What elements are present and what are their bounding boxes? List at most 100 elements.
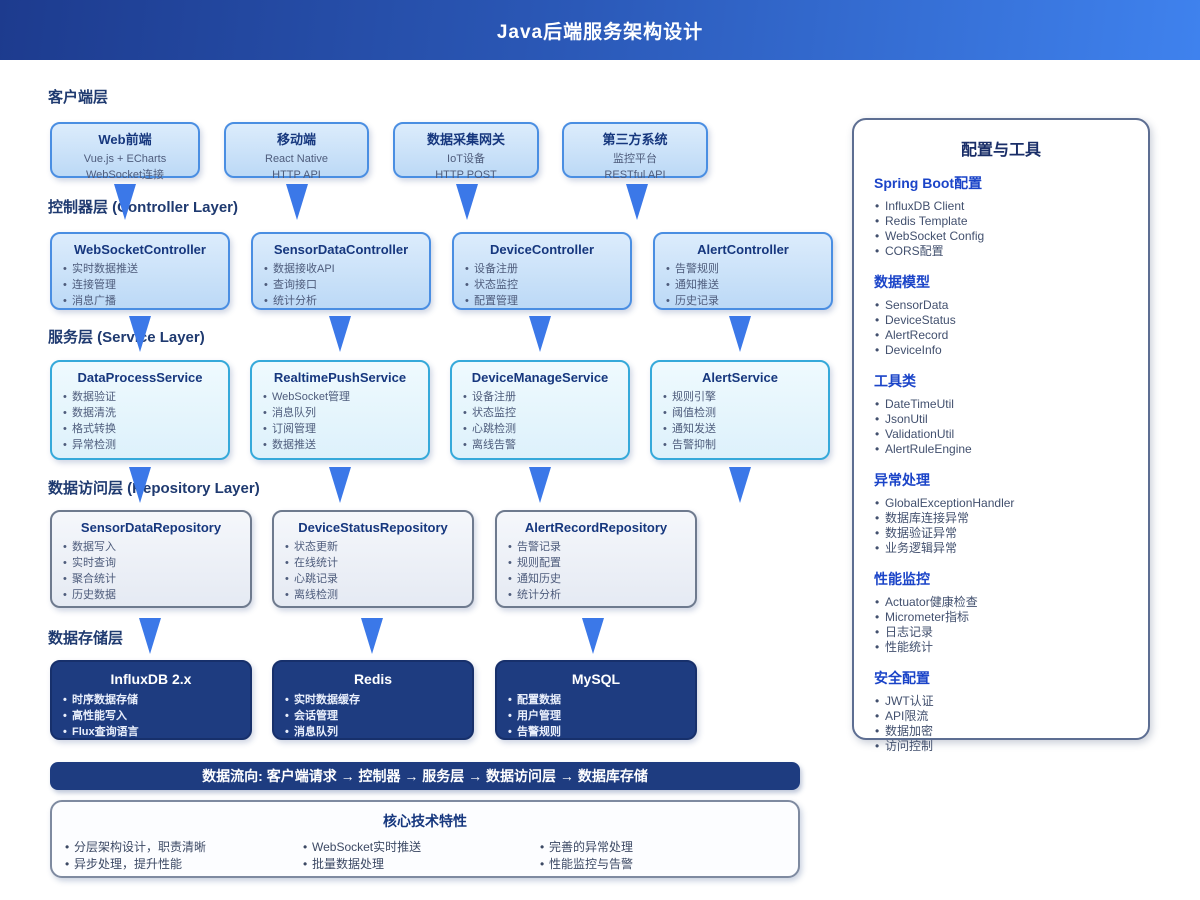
panel-item: AlertRecord bbox=[874, 328, 1128, 343]
node-alert-service: AlertService 规则引擎 阈值检测 通知发送 告警抑制 bbox=[650, 360, 830, 460]
panel-item: 业务逻辑异常 bbox=[874, 541, 1128, 556]
panel-item: Actuator健康检查 bbox=[874, 595, 1128, 610]
node-bullet: 告警记录 bbox=[507, 539, 685, 555]
node-title: DeviceStatusRepository bbox=[298, 520, 448, 535]
down-arrow-icon bbox=[129, 316, 151, 352]
node-bullet: 统计分析 bbox=[263, 293, 419, 309]
panel-item: JWT认证 bbox=[874, 694, 1128, 709]
node-bullet: 格式转换 bbox=[62, 421, 218, 437]
down-arrow-icon bbox=[139, 618, 161, 654]
node-line: HTTP API bbox=[272, 169, 321, 181]
down-arrow-icon bbox=[361, 618, 383, 654]
panel-item: WebSocket Config bbox=[874, 229, 1128, 244]
node-dataprocess-service: DataProcessService 数据验证 数据清洗 格式转换 异常检测 bbox=[50, 360, 230, 460]
panel-item: GlobalExceptionHandler bbox=[874, 496, 1128, 511]
down-arrow-icon bbox=[114, 184, 136, 220]
node-sensordata-repository: SensorDataRepository 数据写入 实时查询 聚合统计 历史数据 bbox=[50, 510, 252, 608]
node-title: WebSocketController bbox=[74, 242, 206, 257]
node-bullet: 数据推送 bbox=[262, 437, 418, 453]
page-title: Java后端服务架构设计 bbox=[496, 21, 704, 43]
node-websocket-controller: WebSocketController 实时数据推送 连接管理 消息广播 bbox=[50, 232, 230, 310]
node-title: 第三方系统 bbox=[602, 132, 668, 147]
node-bullet: 数据接收API bbox=[263, 261, 419, 277]
node-line: RESTful API bbox=[604, 169, 666, 181]
node-bullet: 告警抑制 bbox=[662, 437, 818, 453]
node-bullet: 通知发送 bbox=[662, 421, 818, 437]
node-bullet: 历史记录 bbox=[665, 293, 821, 309]
node-bullet: 配置数据 bbox=[507, 692, 685, 708]
node-bullet: 数据验证 bbox=[62, 389, 218, 405]
node-bullet: 阈值检测 bbox=[662, 405, 818, 421]
core-features-panel: 核心技术特性 分层架构设计，职责清晰 异步处理，提升性能 WebSocket实时… bbox=[50, 800, 800, 878]
panel-item: 数据库连接异常 bbox=[874, 511, 1128, 526]
down-arrow-icon bbox=[529, 467, 551, 503]
down-arrow-icon bbox=[529, 316, 551, 352]
down-arrow-icon bbox=[729, 316, 751, 352]
core-feature-item: 完善的异常处理 bbox=[539, 839, 798, 856]
node-bullet: 规则引擎 bbox=[662, 389, 818, 405]
node-bullet: 离线检测 bbox=[284, 587, 462, 603]
down-arrow-icon bbox=[582, 618, 604, 654]
node-sensordata-controller: SensorDataController 数据接收API 查询接口 统计分析 bbox=[251, 232, 431, 310]
panel-item: ValidationUtil bbox=[874, 427, 1128, 442]
node-line: 监控平台 bbox=[613, 153, 657, 165]
node-alertrecord-repository: AlertRecordRepository 告警记录 规则配置 通知历史 统计分… bbox=[495, 510, 697, 608]
node-bullet: 离线告警 bbox=[462, 437, 618, 453]
down-arrow-icon bbox=[286, 184, 308, 220]
node-bullet: 在线统计 bbox=[284, 555, 462, 571]
node-devicestatus-repository: DeviceStatusRepository 状态更新 在线统计 心跳记录 离线… bbox=[272, 510, 474, 608]
down-arrow-icon bbox=[456, 184, 478, 220]
panel-item: 性能统计 bbox=[874, 640, 1128, 655]
node-bullet: 告警规则 bbox=[507, 724, 685, 740]
node-device-controller: DeviceController 设备注册 状态监控 配置管理 bbox=[452, 232, 632, 310]
node-influxdb: InfluxDB 2.x 时序数据存储 高性能写入 Flux查询语言 bbox=[50, 660, 252, 740]
node-title: DeviceManageService bbox=[471, 370, 609, 385]
data-flow-banner: 数据流向: 客户端请求 → 控制器 → 服务层 → 数据访问层 → 数据库存储 bbox=[50, 762, 800, 790]
panel-item: API限流 bbox=[874, 709, 1128, 724]
node-line: WebSocket连接 bbox=[85, 169, 165, 181]
node-bullet: 异常检测 bbox=[62, 437, 218, 453]
config-tools-title: 配置与工具 bbox=[960, 142, 1041, 159]
panel-section-title-datamodel: 数据模型 bbox=[874, 274, 930, 290]
layer-label-service: 服务层 (Service Layer) bbox=[48, 329, 205, 346]
down-arrow-icon bbox=[626, 184, 648, 220]
node-title: RealtimePushService bbox=[273, 370, 407, 385]
node-bullet: 设备注册 bbox=[464, 261, 620, 277]
node-title: 数据采集网关 bbox=[426, 132, 505, 147]
data-flow-text: 数据流向: 客户端请求 → 控制器 → 服务层 → 数据访问层 → 数据库存储 bbox=[202, 768, 648, 784]
node-redis: Redis 实时数据缓存 会话管理 消息队列 bbox=[272, 660, 474, 740]
node-bullet: WebSocket管理 bbox=[262, 389, 418, 405]
node-title: Web前端 bbox=[98, 132, 152, 147]
node-realtimepush-service: RealtimePushService WebSocket管理 消息队列 订阅管… bbox=[250, 360, 430, 460]
node-devicemanage-service: DeviceManageService 设备注册 状态监控 心跳检测 离线告警 bbox=[450, 360, 630, 460]
node-title: 移动端 bbox=[276, 132, 316, 147]
node-title: DataProcessService bbox=[77, 370, 203, 385]
panel-item: 访问控制 bbox=[874, 739, 1128, 754]
node-alert-controller: AlertController 告警规则 通知推送 历史记录 bbox=[653, 232, 833, 310]
header-bar: Java后端服务架构设计 bbox=[0, 0, 1200, 60]
panel-section-title-utils: 工具类 bbox=[874, 373, 916, 389]
node-bullet: 实时数据缓存 bbox=[284, 692, 462, 708]
node-bullet: 数据写入 bbox=[62, 539, 240, 555]
node-title: SensorDataController bbox=[273, 242, 409, 257]
node-bullet: 统计分析 bbox=[507, 587, 685, 603]
node-title: AlertController bbox=[697, 242, 789, 257]
node-bullet: 状态监控 bbox=[464, 277, 620, 293]
core-feature-item: 性能监控与告警 bbox=[539, 856, 798, 873]
panel-item: InfluxDB Client bbox=[874, 199, 1128, 214]
node-bullet: 通知历史 bbox=[507, 571, 685, 587]
node-web-frontend: Web前端 Vue.js + ECharts WebSocket连接 bbox=[50, 122, 200, 181]
node-bullet: 查询接口 bbox=[263, 277, 419, 293]
node-bullet: 实时数据推送 bbox=[62, 261, 218, 277]
node-bullet: 订阅管理 bbox=[262, 421, 418, 437]
node-bullet: 聚合统计 bbox=[62, 571, 240, 587]
panel-item: Micrometer指标 bbox=[874, 610, 1128, 625]
panel-item: DeviceInfo bbox=[874, 343, 1128, 358]
core-feature-item: 分层架构设计，职责清晰 bbox=[64, 839, 302, 856]
node-bullet: 告警规则 bbox=[665, 261, 821, 277]
node-bullet: Flux查询语言 bbox=[62, 724, 240, 740]
panel-item: 日志记录 bbox=[874, 625, 1128, 640]
core-features-column: WebSocket实时推送 批量数据处理 bbox=[302, 839, 539, 873]
node-bullet: 消息广播 bbox=[62, 293, 218, 309]
node-line: HTTP POST bbox=[435, 169, 497, 181]
